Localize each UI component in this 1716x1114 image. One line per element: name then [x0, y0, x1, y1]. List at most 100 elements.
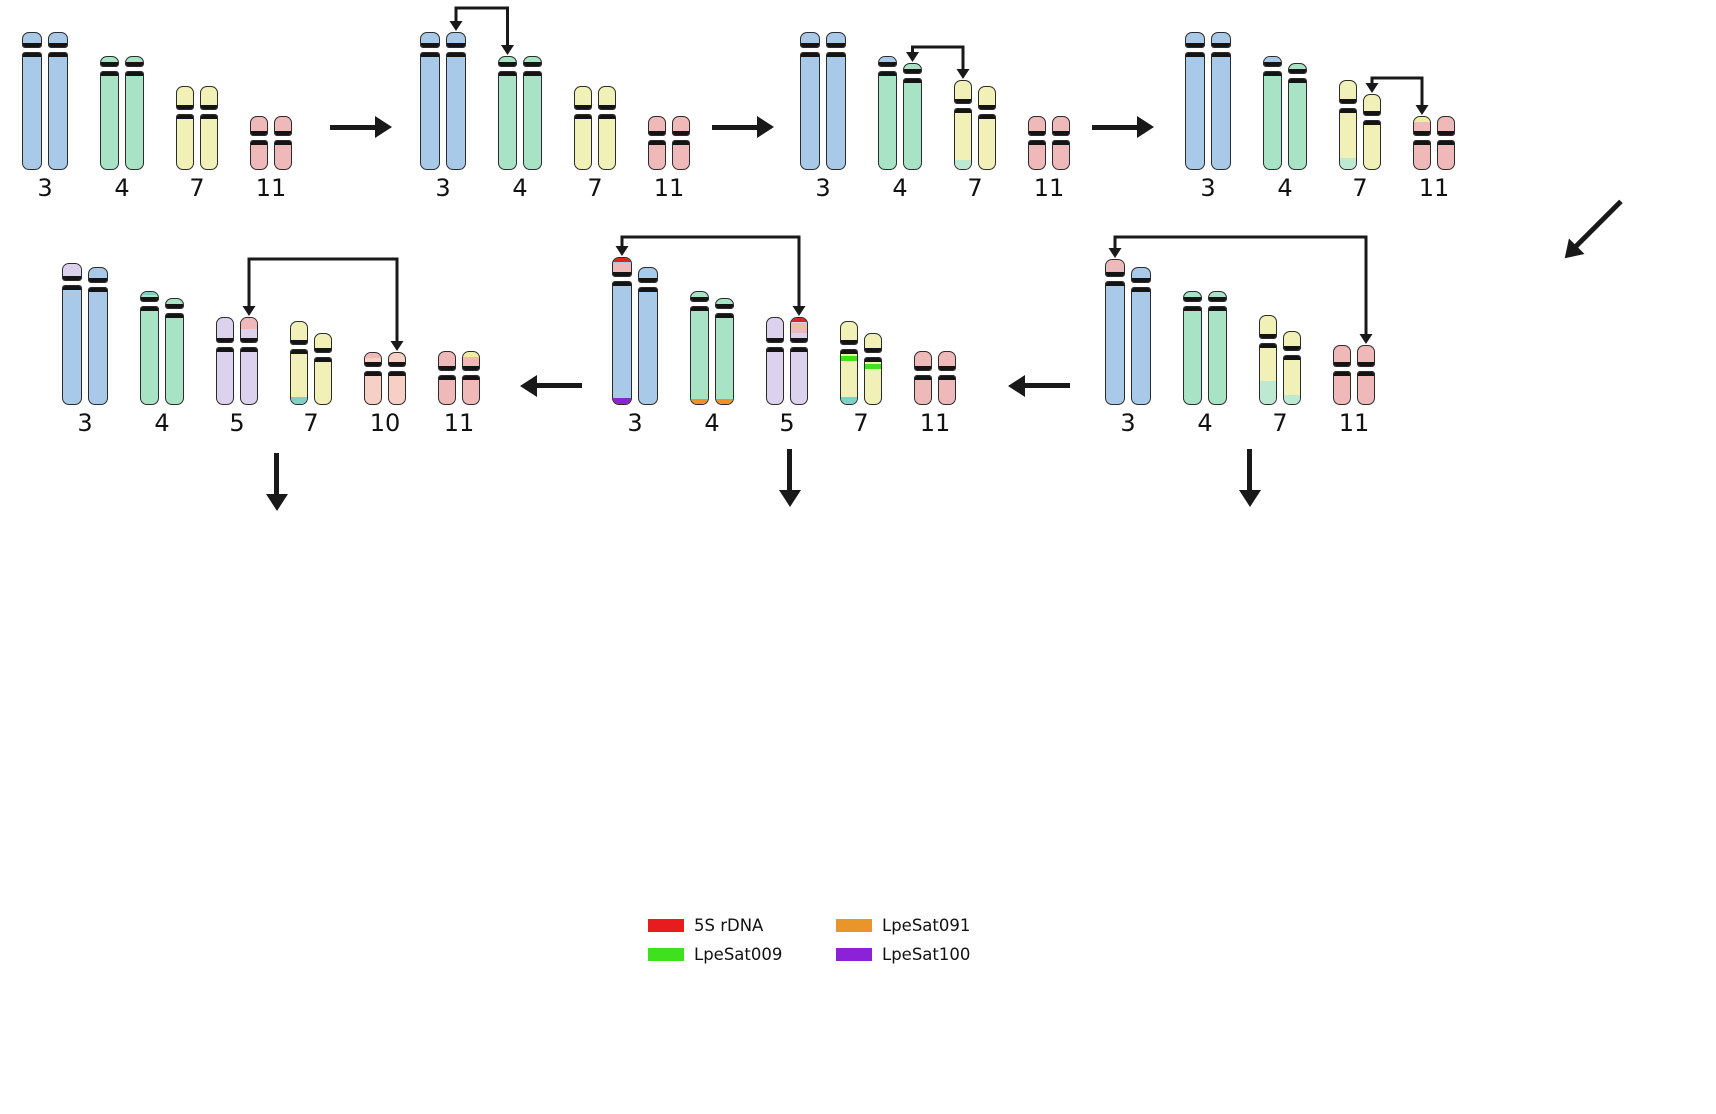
chromosome-number-label: 11 [255, 174, 287, 202]
chromosome [388, 352, 406, 405]
chromosome-translocated-segment [1340, 158, 1356, 169]
centromere-mark [1132, 278, 1150, 282]
chromosome [250, 116, 268, 170]
chromosome-number-label: 7 [189, 174, 205, 202]
centromere-mark [1184, 307, 1201, 311]
arrow-head [375, 116, 392, 138]
arrow-head [1137, 116, 1154, 138]
chromosome-top-arm [200, 86, 218, 110]
legend-label: 5S rDNA [694, 916, 764, 935]
chromosome [638, 267, 658, 405]
centromere-mark [673, 131, 689, 135]
centromere-mark [101, 72, 118, 76]
chromosome-top-arm [878, 56, 897, 67]
centromere-mark [421, 43, 439, 47]
chromosome [1259, 315, 1277, 405]
chromosome-top-arm [1028, 116, 1046, 136]
translocation-bracket [615, 235, 806, 316]
chromosome-bottom-arm [48, 52, 68, 170]
arrow-shaft [1572, 199, 1624, 251]
chromosome-bottom-arm [62, 285, 82, 405]
chromosome-bottom-arm [1131, 287, 1151, 405]
centromere-mark [1184, 297, 1201, 301]
centromere-mark [389, 372, 405, 376]
bracket-arrowhead [501, 45, 514, 55]
chromosome-translocated-segment [365, 353, 381, 358]
chromosome [176, 86, 194, 170]
centromere-mark [691, 297, 708, 301]
arrow-shaft [330, 124, 379, 130]
centromere-mark [1186, 43, 1204, 47]
chromosome [1185, 32, 1205, 170]
arrow-shaft [1092, 124, 1141, 130]
chromosome [446, 32, 466, 170]
chromosome-translocated-segment [141, 292, 158, 295]
chromosome [100, 56, 119, 170]
centromere-mark [63, 276, 81, 280]
chromosome-bottom-arm [274, 140, 292, 170]
chromosome-top-arm [826, 32, 846, 48]
chromosome-top-arm [1283, 331, 1301, 351]
chromosome-top-arm [314, 333, 332, 353]
chromosome-bottom-arm [364, 371, 382, 405]
centromere-mark [421, 53, 439, 57]
chromosome-bottom-arm [954, 108, 972, 170]
chromosome-number-label: 3 [1120, 409, 1136, 437]
chromosome-bottom-arm [1052, 140, 1070, 170]
centromere-mark [827, 53, 845, 57]
centromere-mark [63, 286, 81, 290]
centromere-mark [1364, 121, 1380, 125]
centromere-mark [177, 105, 193, 109]
chromosome [690, 291, 709, 405]
centromere-mark [463, 376, 479, 380]
chromosome-top-arm [1052, 116, 1070, 136]
legend-swatch-lpesat091 [836, 919, 872, 932]
centromere-mark [613, 272, 631, 276]
chromosome-translocated-segment [1264, 57, 1281, 62]
arrow-head [757, 116, 774, 138]
centromere-mark [639, 288, 657, 292]
chromosome-top-arm [690, 291, 709, 302]
flow-arrow [266, 453, 288, 511]
chromosome [88, 267, 108, 405]
chromosome-top-arm [1183, 291, 1202, 302]
chromosome-bottom-arm [1185, 52, 1205, 170]
chromosome [800, 32, 820, 170]
centromere-mark [89, 288, 107, 292]
chromosome-top-arm [274, 116, 292, 136]
centromere-mark [166, 314, 183, 318]
chromosome-top-arm [715, 298, 734, 309]
chromosome [574, 86, 592, 170]
centromere-mark [791, 338, 807, 342]
chromosome-top-arm [438, 351, 456, 371]
centromere-mark [126, 72, 143, 76]
chromosome [672, 116, 690, 170]
chromosome-number-label: 4 [114, 174, 130, 202]
centromere-mark [791, 348, 807, 352]
chromosome-top-arm [1288, 63, 1307, 74]
centromere-mark [89, 278, 107, 282]
chromosome [48, 32, 68, 170]
chromosome [1339, 80, 1357, 170]
bracket-arrowhead [1365, 83, 1379, 93]
centromere-mark [691, 307, 708, 311]
chromosome-top-arm [165, 298, 184, 309]
centromere-mark [841, 340, 857, 344]
centromere-mark [447, 53, 465, 57]
chromosome-bottom-arm [598, 114, 616, 170]
chromosome [840, 321, 858, 405]
centromere-mark [1414, 141, 1430, 145]
chromosome-bottom-arm [864, 357, 882, 405]
centromere-mark [141, 307, 158, 311]
chromosome-bottom-arm [826, 52, 846, 170]
chromosome-number-label: 3 [815, 174, 831, 202]
chromosome-top-arm [100, 56, 119, 67]
arrow-head [1008, 375, 1025, 397]
centromere-mark [1132, 288, 1150, 292]
chromosome [1283, 331, 1301, 405]
chromosome-top-arm [1413, 116, 1431, 136]
centromere-mark [575, 115, 591, 119]
chromosome-top-arm [140, 291, 159, 302]
